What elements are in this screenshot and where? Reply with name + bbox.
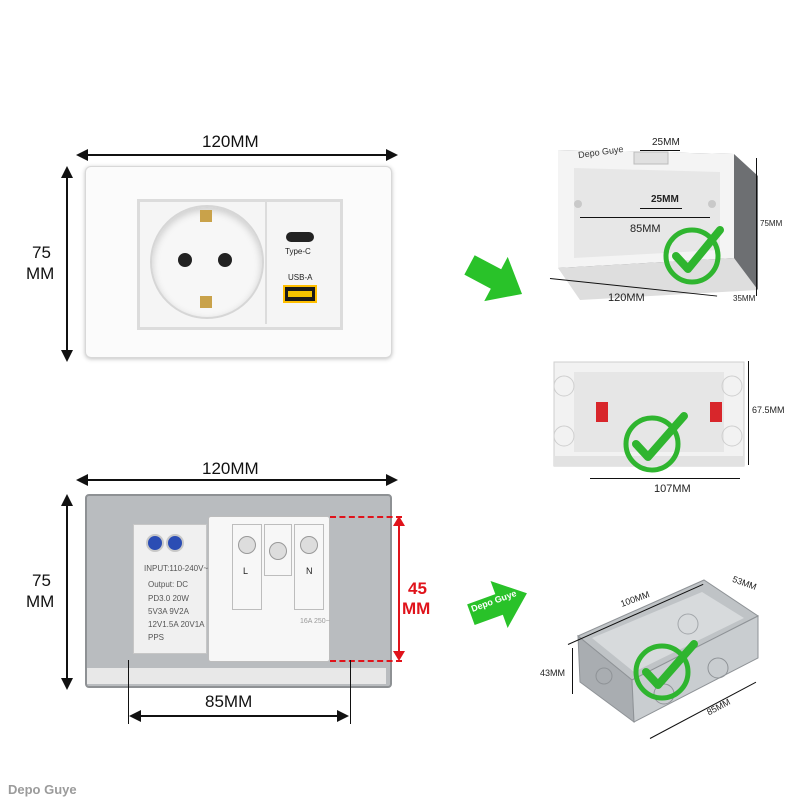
module-spec-4: 12V1.5A 20V1A	[148, 620, 205, 629]
terminal-screw-right	[300, 536, 318, 554]
usb-c-port	[286, 232, 314, 242]
usb-a-tongue	[288, 291, 312, 297]
box-top-drawing	[558, 150, 758, 300]
bottom-width-label: 120MM	[202, 459, 259, 478]
check-icon-3	[633, 640, 698, 701]
red-dash-bottom	[330, 660, 402, 662]
ext-line-left	[128, 660, 129, 724]
module-screw-2	[166, 534, 184, 552]
box-top-depth-label: 35MM	[733, 294, 756, 303]
box-top-height-label: 75MM	[760, 219, 783, 228]
box-top-top-dim	[640, 150, 680, 151]
top-width-label: 120MM	[202, 132, 259, 151]
dim-arrow-right	[386, 149, 398, 161]
socket-pin-left	[178, 253, 192, 267]
terminal-earth	[264, 524, 292, 576]
dim-line-width	[86, 154, 390, 156]
terminal-screw-left	[238, 536, 256, 554]
box-middle-height-dim	[748, 361, 749, 465]
top-height-label-unit: MM	[26, 264, 55, 283]
module-spec-5: PPS	[148, 633, 165, 642]
depth-label-unit: MM	[402, 599, 431, 618]
terminal-label-n: N	[306, 566, 313, 576]
usb-a-port	[283, 285, 317, 303]
box-top-inner-85-dim	[580, 217, 710, 218]
socket-earth-bottom	[200, 296, 212, 308]
box-bottom-height-label: 43MM	[540, 668, 566, 678]
top-height-label-num: 75	[32, 243, 51, 262]
green-arrow-top	[464, 255, 523, 302]
module-spec-3: 5V3A 9V2A	[148, 607, 189, 616]
box-middle-height-label: 67.5MM	[752, 405, 785, 415]
dim-arrow-down	[61, 350, 73, 362]
socket-pin-right	[218, 253, 232, 267]
box-top-inner-25-dim	[640, 208, 682, 209]
module-spec-2: PD3.0 20W	[148, 594, 189, 603]
socket-earth-top	[200, 210, 212, 222]
box-top-inner-85: 85MM	[630, 223, 661, 235]
dim-arrow-up	[61, 166, 73, 178]
usb-a-label: USB-A	[288, 273, 313, 282]
module-spec-0: INPUT:110-240V~	[144, 564, 209, 573]
dim-arrow-down-2	[61, 678, 73, 690]
depth-label-num: 45	[408, 579, 427, 598]
frame-divider	[265, 202, 267, 324]
dim-arrow-left-3	[129, 710, 141, 722]
dim-line-height	[66, 176, 68, 352]
red-arrow-down	[393, 651, 405, 661]
red-dim-line	[398, 524, 400, 652]
red-arrow-up	[393, 516, 405, 526]
box-top-height-dim	[756, 158, 757, 296]
dim-arrow-right-3	[337, 710, 349, 722]
bottom-height-label-num: 75	[32, 571, 51, 590]
watermark: Depo Guye	[8, 782, 77, 797]
box-top-inner-25: 25MM	[651, 194, 679, 205]
module-spec-1: Output: DC	[148, 580, 189, 589]
box-top-top-label: 25MM	[652, 137, 680, 148]
check-icon-2	[623, 412, 688, 473]
green-arrow-bottom-shape	[467, 580, 527, 628]
terminal-right	[294, 524, 324, 610]
dim-line-85	[139, 715, 339, 717]
terminal-rating: 16A 250~	[300, 618, 330, 625]
bottom-85-label: 85MM	[205, 692, 253, 711]
terminal-label-l: L	[243, 566, 249, 576]
box-top-width-label: 120MM	[608, 292, 645, 304]
dim-arrow-up-2	[61, 494, 73, 506]
dim-line-height-2	[66, 504, 68, 680]
module-screw-1	[146, 534, 164, 552]
check-icon-1	[663, 226, 724, 285]
dim-line-width-2	[86, 479, 390, 481]
box-middle-width-label: 107MM	[654, 483, 691, 495]
terminal-screw-earth	[269, 542, 287, 560]
dim-arrow-left-2	[76, 474, 88, 486]
box-bottom-height-dim	[572, 648, 573, 694]
back-plate-bottom-rim	[87, 668, 386, 684]
ext-line-right	[350, 660, 351, 724]
bottom-height-label-unit: MM	[26, 592, 55, 611]
usb-c-label: Type-C	[285, 247, 311, 256]
box-middle-width-dim	[590, 478, 740, 479]
dim-arrow-left	[76, 149, 88, 161]
box-middle-drawing	[553, 361, 745, 467]
dim-arrow-right-2	[386, 474, 398, 486]
red-dash-top	[330, 516, 402, 518]
